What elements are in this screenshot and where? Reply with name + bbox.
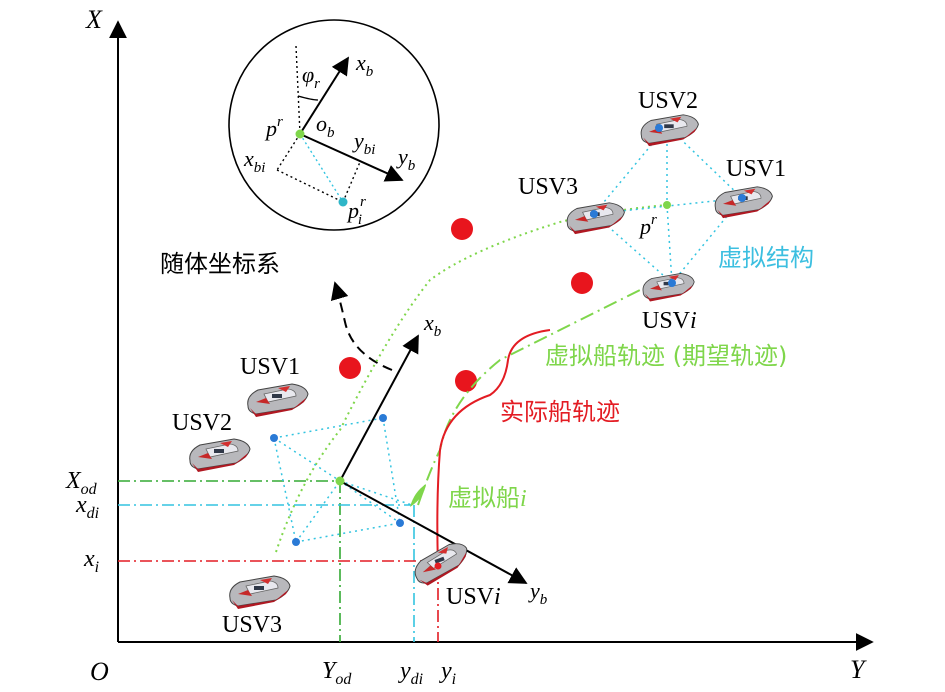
bottom-usvi-dot (396, 519, 404, 527)
inset-proj-line-1 (276, 169, 344, 203)
bottom-usv2-ship (189, 438, 251, 473)
inset-phi-label: φr (302, 62, 320, 92)
bottom-usv3-ship (229, 575, 291, 610)
inset-circle (228, 19, 440, 231)
tick-y-i: yi (439, 658, 456, 688)
obstacle-2 (571, 272, 593, 294)
actual-trajectory-label: 实际船轨迹 (500, 398, 620, 426)
top-usv3-dot (590, 210, 598, 218)
bottom-usv1-label: USV1 (240, 354, 300, 380)
virtual-ship-trajectory (417, 289, 641, 506)
top-usvi-label: USVi (642, 308, 697, 334)
inset-yb-axis (299, 133, 404, 182)
axis-tick-labels: Xod xdi xi Yod ydi yi (65, 468, 456, 688)
obstacle-3 (339, 357, 361, 379)
tick-X-od: Xod (65, 468, 98, 498)
inset-xb-label: xb (355, 50, 374, 80)
virtual-ship-marker (410, 484, 426, 507)
bottom-xb-axis (339, 334, 419, 482)
bottom-yb-label: yb (528, 578, 548, 608)
obstacle-4 (455, 370, 477, 392)
y-axis-label: Y (850, 655, 867, 684)
top-usv2-dot (655, 124, 663, 132)
inset-proj-line-2 (276, 133, 301, 171)
tick-y-di: ydi (398, 658, 423, 688)
inset-vertical-dotted (295, 45, 301, 135)
tick-Y-od: Yod (322, 658, 352, 688)
formation-bottom: USV1 USV2 USV3 USVi xb yb (118, 310, 548, 642)
virtual-trajectory-label: 虚拟船轨迹 (期望轨迹) (545, 342, 787, 370)
bottom-usvi-label: USVi (446, 584, 501, 610)
bottom-link (339, 480, 413, 506)
inset-title: 随体坐标系 (160, 250, 280, 278)
bottom-link (295, 480, 341, 543)
bottom-usv3-label: USV3 (222, 612, 282, 638)
obstacles (339, 218, 593, 392)
top-usv3-ship (566, 202, 625, 235)
formation-top: USV2 USV1 USV3 USVi pr 虚拟结构 (518, 88, 814, 334)
inset-xb-axis (299, 56, 349, 135)
tick-x-di: xdi (75, 492, 99, 522)
bottom-xb-label: xb (423, 310, 442, 340)
inset-phi-arc (297, 95, 319, 101)
bottom-link (382, 417, 401, 524)
inset-pi-point (338, 197, 348, 207)
top-pr-label: pr (638, 212, 657, 239)
top-usv2-label: USV2 (638, 88, 698, 114)
bottom-usv2-dot (270, 434, 278, 442)
axes: X Y O (85, 5, 874, 686)
inset-pr-label: pr (264, 114, 283, 141)
bottom-yb-axis (339, 480, 528, 584)
bottom-center-dot (335, 476, 345, 486)
inset-proj-line-3 (342, 161, 361, 203)
actual-trajectory (436, 329, 551, 567)
top-usvi-dot (668, 279, 676, 287)
bottom-link (339, 480, 401, 524)
bottom-link (273, 437, 341, 482)
inset-ybi-label: ybi (352, 128, 375, 158)
inset-ob-label: ob (316, 111, 335, 141)
actual-ship-dot (434, 562, 442, 570)
bottom-usv2-label: USV2 (172, 410, 232, 436)
obstacle-1 (451, 218, 473, 240)
bottom-usvi-ship (409, 538, 475, 589)
top-usv1-ship (714, 186, 773, 219)
top-usv1-dot (738, 194, 746, 202)
bottom-link (273, 437, 297, 543)
inset-xbi-label: xbi (243, 146, 265, 176)
virtual-ship-label: 虚拟船i (448, 484, 527, 512)
top-usv1-label: USV1 (726, 156, 786, 182)
inset-yb-label: yb (396, 144, 416, 174)
top-usv2-ship (640, 114, 699, 147)
top-usvi-ship (642, 272, 695, 302)
bottom-usv1-dot (379, 414, 387, 422)
top-usv3-label: USV3 (518, 174, 578, 200)
bottom-link (273, 417, 384, 439)
top-pr-dot (663, 201, 671, 209)
inset-link-arrow (330, 281, 393, 371)
bottom-usv1-ship (247, 383, 309, 418)
tick-x-i: xi (83, 546, 99, 576)
virtual-structure-label: 虚拟结构 (718, 244, 814, 272)
inset-pr-point (295, 129, 305, 139)
bottom-link (295, 522, 401, 543)
top-link (666, 204, 673, 284)
origin-label: O (90, 657, 109, 686)
x-axis-label: X (85, 5, 103, 34)
inset-cyan-line (299, 133, 344, 203)
bottom-usv3-dot (292, 538, 300, 546)
